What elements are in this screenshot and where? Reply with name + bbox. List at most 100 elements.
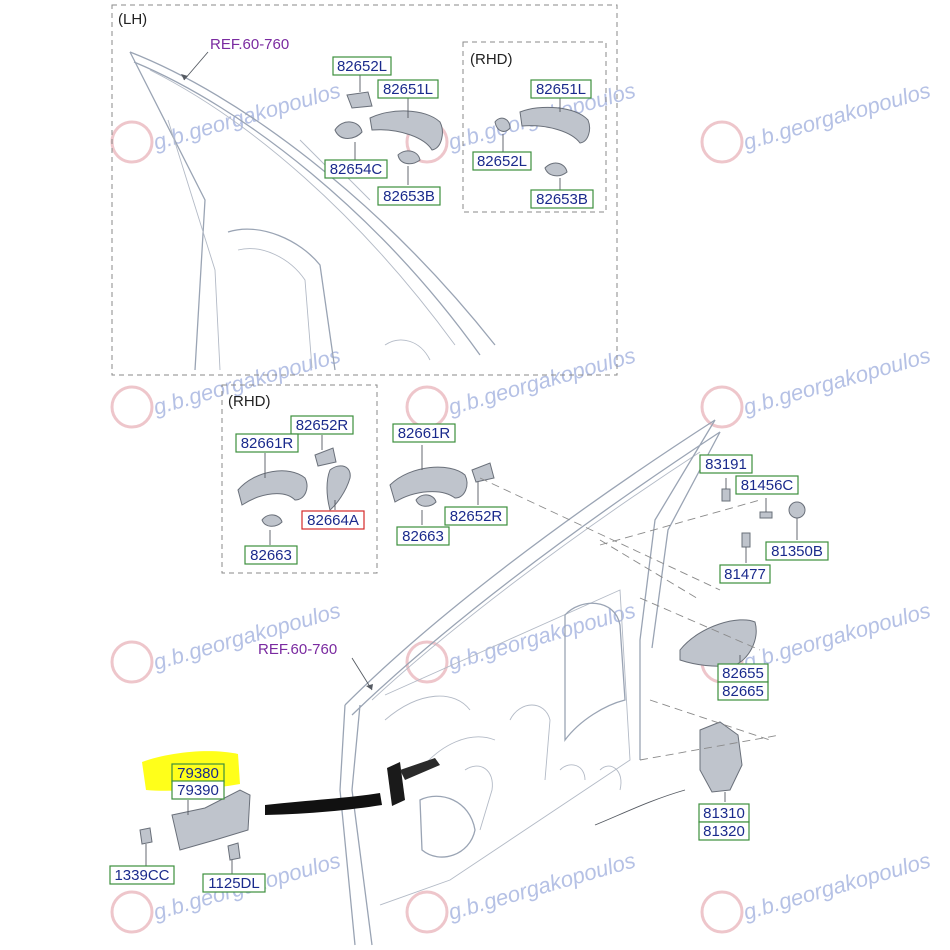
part-number-text: 81310 (703, 805, 745, 822)
part-number-82652r: 82652R (444, 506, 508, 526)
part-number-box (290, 415, 354, 435)
part-number-box (530, 79, 592, 99)
part-number-box (444, 506, 508, 526)
top-leaders (354, 74, 561, 190)
part-number-82652l: 82652L (472, 151, 532, 171)
watermark-logo-icon (405, 385, 449, 429)
part-number-82651l: 82651L (377, 79, 439, 99)
part-number-text: 1339CC (114, 867, 169, 884)
watermark: g.b.georgakopoulos (110, 78, 343, 164)
part-number-text: 82653B (536, 191, 588, 208)
part-number-text: 82661R (398, 425, 451, 442)
rhd-top-label: (RHD) (470, 51, 513, 68)
part-number-text: 1125DL (208, 875, 259, 892)
part-number-text: 82655 (722, 665, 764, 682)
part-number-82661r: 82661R (392, 423, 456, 443)
part-number-83191: 83191 (699, 454, 753, 474)
part-number-box (332, 56, 392, 76)
part-number-text: 82665 (722, 683, 764, 700)
part-number-text: 82663 (402, 528, 444, 545)
part-number-box (719, 564, 771, 584)
checker-mount (387, 762, 405, 806)
main-handle-parts (389, 445, 495, 525)
part-number-text: 82653B (383, 188, 435, 205)
part-number-82653b: 82653B (530, 189, 594, 209)
watermark-text: g.b.georgakopoulos (445, 848, 638, 925)
part-number-82652r: 82652R (290, 415, 354, 435)
part-81456c-shape (759, 511, 773, 519)
watermark-logo-icon (110, 385, 154, 429)
part-number-81320: 81320 (698, 821, 750, 841)
watermark-logo-icon (405, 890, 449, 934)
part-number-box (244, 545, 298, 565)
part-number-1339cc: 1339CC (109, 865, 175, 885)
part-number-1125dl: 1125DL (202, 873, 266, 893)
part-number-box (109, 865, 175, 885)
part-number-text: 82654C (330, 161, 383, 178)
part-number-82663: 82663 (396, 526, 450, 546)
part-number-82665: 82665 (717, 681, 769, 701)
watermark-text: g.b.georgakopoulos (740, 598, 933, 675)
watermark: g.b.georgakopoulos (700, 78, 933, 164)
part-number-box (377, 79, 439, 99)
part-number-79380: 79380 (171, 763, 225, 783)
door-checker-part (171, 789, 251, 851)
watermark-text: g.b.georgakopoulos (150, 78, 343, 155)
part-number-box (202, 873, 266, 893)
part-number-text: 82663 (250, 547, 292, 564)
watermark-logo-icon (700, 890, 744, 934)
part-number-box (735, 475, 799, 495)
part-number-text: 81350B (771, 543, 823, 560)
part-number-text: 79380 (177, 765, 219, 782)
part-number-text: 82651L (536, 81, 586, 98)
part-number-box (324, 159, 388, 179)
rhd-mid-label: (RHD) (228, 393, 271, 410)
bolt-1125dl-shape (227, 842, 241, 861)
part-number-82654c: 82654C (324, 159, 388, 179)
part-number-text: 82661R (241, 435, 294, 452)
watermark-text: g.b.georgakopoulos (740, 848, 933, 925)
ref-top-leader (183, 51, 209, 81)
part-number-box (171, 780, 225, 800)
bolt-1339cc-shape (139, 827, 153, 845)
part-number-82663: 82663 (244, 545, 298, 565)
part-number-text: 81320 (703, 823, 745, 840)
watermark-logo-icon (110, 890, 154, 934)
watermark: g.b.georgakopoulos (110, 343, 343, 429)
part-labels: 82652L82651L82654C82653B82651L82652L8265… (109, 56, 829, 893)
part-number-81456c: 81456C (735, 475, 799, 495)
part-number-text: 82651L (383, 81, 433, 98)
part-81310-shape (699, 721, 743, 793)
watermark-text: g.b.georgakopoulos (445, 343, 638, 420)
part-number-box (235, 433, 299, 453)
watermark: g.b.georgakopoulos (405, 848, 638, 934)
checker-mount-strap (400, 758, 440, 780)
watermark-logo-icon (110, 640, 154, 684)
part-number-box (472, 151, 532, 171)
part-number-box (396, 526, 450, 546)
door-checker-assembly (139, 758, 440, 874)
top-handle-parts (334, 91, 591, 177)
part-number-text: 82664A (307, 512, 359, 529)
part-number-81477: 81477 (719, 564, 771, 584)
latch-parts (594, 478, 806, 826)
watermark: g.b.georgakopoulos (405, 343, 638, 429)
part-number-box (698, 821, 750, 841)
part-number-text: 83191 (705, 456, 747, 473)
part-number-79390: 79390 (171, 780, 225, 800)
lh-section-label: (LH) (118, 11, 147, 28)
part-number-box (765, 541, 829, 561)
ref-bottom-arrowhead (366, 684, 373, 690)
part-number-text: 82652R (296, 417, 349, 434)
watermark-logo-icon (110, 120, 154, 164)
part-number-box (717, 681, 769, 701)
part-number-82651l: 82651L (530, 79, 592, 99)
part-81477-shape (741, 532, 751, 548)
part-number-82655: 82655 (717, 663, 769, 683)
watermark-logo-icon (700, 120, 744, 164)
part-number-box (301, 510, 365, 530)
checker-arrow-band (265, 793, 382, 815)
part-number-text: 82652L (477, 153, 527, 170)
part-number-box (530, 189, 594, 209)
